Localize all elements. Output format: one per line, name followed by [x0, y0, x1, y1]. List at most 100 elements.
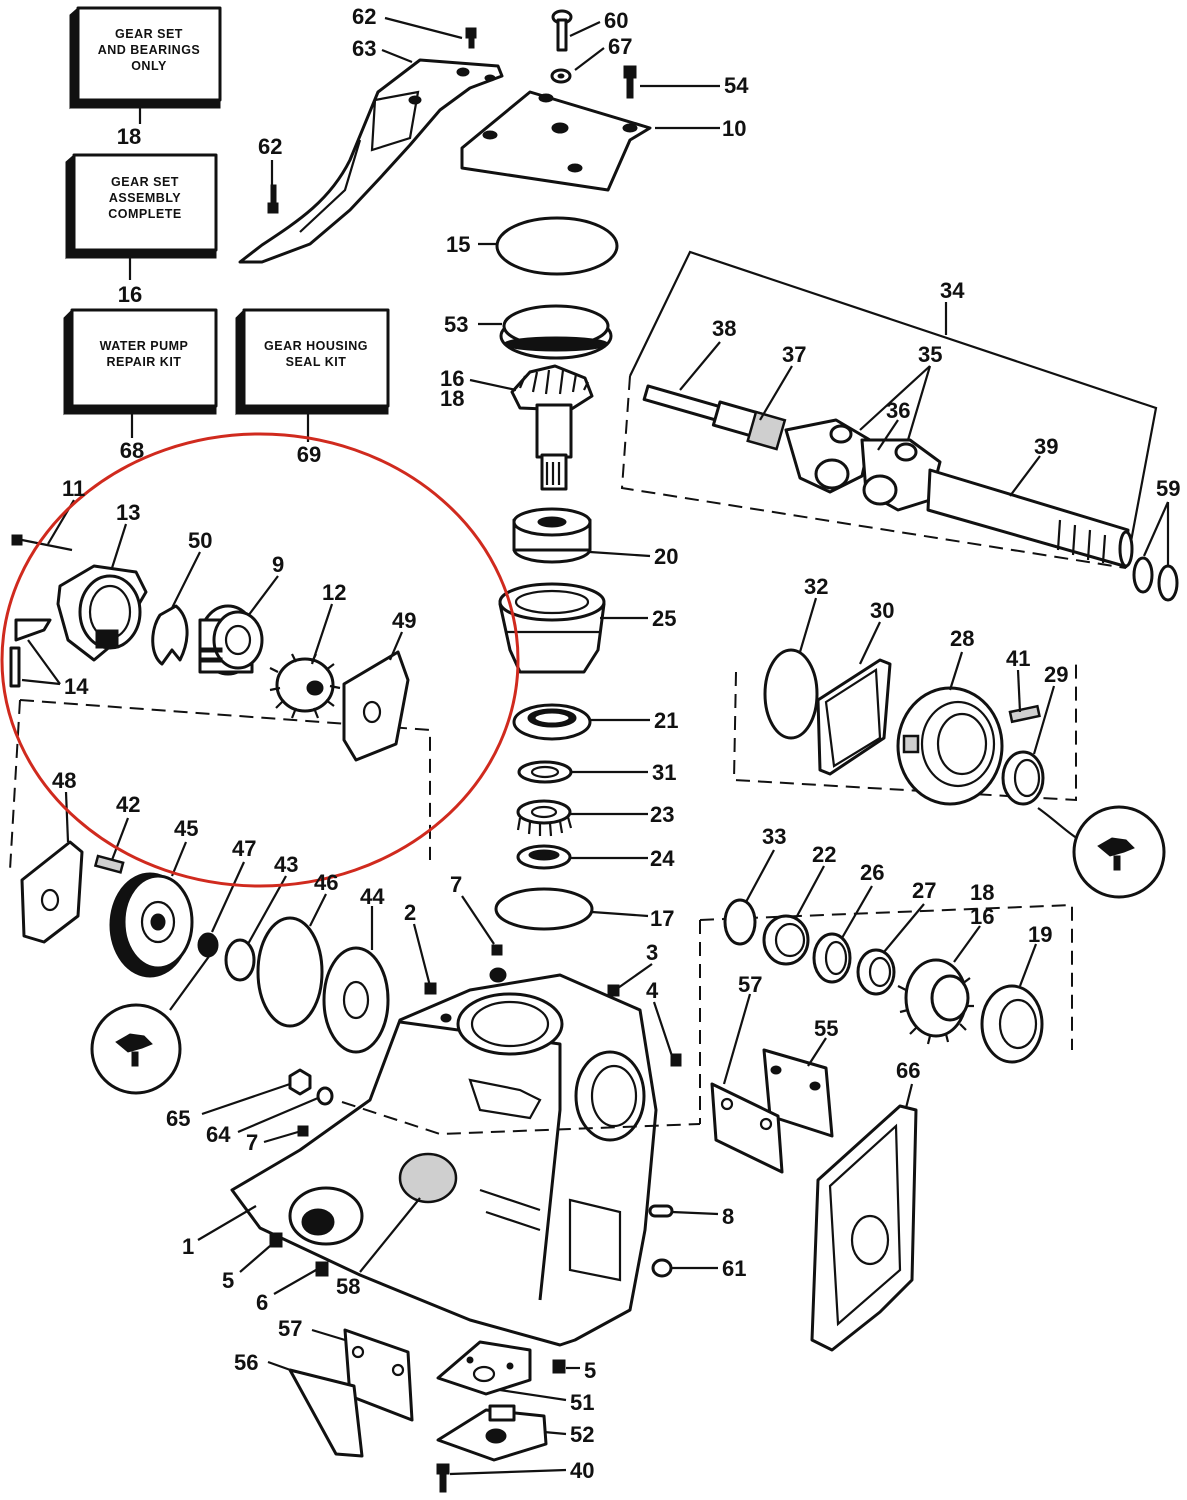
label-55: 55 [814, 1016, 838, 1041]
bearing-21 [512, 703, 592, 741]
label-67: 67 [608, 34, 632, 59]
plate-55 [762, 1048, 834, 1138]
o-ring-15 [495, 216, 619, 276]
label-42: 42 [116, 792, 140, 817]
label-39: 39 [1034, 434, 1058, 459]
kit-box-water-pump: WATER PUMP REPAIR KIT [63, 308, 218, 416]
label-24: 24 [650, 846, 675, 871]
kit-68-line-2: REPAIR KIT [107, 355, 182, 369]
label-18b: 18 [970, 880, 994, 905]
label-9: 9 [272, 552, 284, 577]
pump-housing-13 [56, 564, 148, 662]
label-33: 33 [762, 824, 786, 849]
label-29: 29 [1044, 662, 1068, 687]
kit-69-line-2: SEAL KIT [286, 355, 347, 369]
kit-69-line-1: GEAR HOUSING [264, 339, 368, 353]
label-57b: 57 [278, 1316, 302, 1341]
label-kit-18: 18 [117, 124, 141, 149]
label-58: 58 [336, 1274, 360, 1299]
anode-56 [288, 1368, 364, 1458]
washer-27 [856, 948, 896, 996]
kit-box-gear-set-bearings: GEAR SET AND BEARINGS ONLY [69, 6, 222, 110]
label-5a: 5 [222, 1268, 234, 1293]
bearing-26 [812, 932, 852, 984]
label-17: 17 [650, 906, 674, 931]
clutch-washer-23 [516, 799, 573, 837]
label-31: 31 [652, 760, 676, 785]
o-ring-17 [494, 887, 594, 931]
label-26: 26 [860, 860, 884, 885]
label-50: 50 [188, 528, 212, 553]
label-57a: 57 [738, 972, 762, 997]
part-number-labels: 18 16 68 69 62 63 60 67 54 10 62 15 34 5… [52, 4, 1180, 1483]
o-ring-32 [763, 648, 819, 740]
label-3: 3 [646, 940, 658, 965]
label-5b: 5 [584, 1358, 596, 1383]
label-11: 11 [62, 476, 85, 501]
label-64: 64 [206, 1122, 231, 1147]
pump-kit-frame [9, 699, 431, 871]
kit-box-gear-set-assembly: GEAR SET ASSEMBLY COMPLETE [65, 153, 218, 260]
screw-40 [436, 1463, 450, 1493]
plate-57-right [710, 1082, 784, 1174]
label-43: 43 [274, 852, 298, 877]
label-16a: 16 [440, 366, 464, 391]
label-13: 13 [116, 500, 140, 525]
bearing-22 [762, 914, 810, 966]
cover-plate-10 [460, 90, 652, 192]
gear-housing-1 [230, 967, 658, 1347]
label-23: 23 [650, 802, 674, 827]
plate-50 [151, 604, 189, 666]
label-54: 54 [724, 73, 749, 98]
label-10: 10 [722, 116, 746, 141]
drive-shaft-frame [620, 250, 1158, 569]
seal-24 [516, 844, 572, 870]
gasket-48 [20, 840, 84, 944]
leader-lines [21, 16, 1170, 1476]
seal-29 [1001, 750, 1045, 806]
label-45: 45 [174, 816, 198, 841]
shim-33 [723, 898, 757, 946]
screw-54 [623, 65, 637, 99]
bearing-19 [980, 984, 1044, 1064]
label-6: 6 [256, 1290, 268, 1315]
label-61: 61 [722, 1256, 746, 1281]
bearing-53 [499, 304, 613, 360]
label-kit-16: 16 [118, 282, 142, 307]
label-4: 4 [646, 978, 659, 1003]
label-40: 40 [570, 1458, 594, 1483]
kit-68-line-1: WATER PUMP [100, 339, 189, 353]
small-fasteners [269, 944, 682, 1374]
right-upper-frame [732, 660, 1077, 802]
gasket-44 [322, 946, 390, 1054]
screw-41 [1008, 704, 1041, 724]
label-kit-68: 68 [120, 438, 144, 463]
screw-11 [11, 534, 73, 552]
label-66: 66 [896, 1058, 920, 1083]
screw-62-left [267, 184, 279, 214]
gasket-51 [436, 1340, 532, 1396]
label-22: 22 [812, 842, 836, 867]
label-27: 27 [912, 878, 936, 903]
label-62b: 62 [258, 134, 282, 159]
label-52: 52 [570, 1422, 594, 1447]
label-28: 28 [950, 626, 974, 651]
label-12: 12 [322, 580, 346, 605]
screw-62-top [465, 27, 477, 49]
label-7b: 7 [246, 1130, 258, 1155]
highlight-circle [0, 432, 520, 888]
seal-47 [197, 932, 219, 958]
label-37: 37 [782, 342, 806, 367]
label-46: 46 [314, 870, 338, 895]
label-15: 15 [446, 232, 470, 257]
kit-16-line-2: ASSEMBLY [109, 191, 181, 205]
label-59: 59 [1156, 476, 1180, 501]
retainers-59 [1132, 556, 1179, 602]
bearing-housing-25 [498, 582, 606, 674]
washer-67 [550, 68, 572, 84]
label-30: 30 [870, 598, 894, 623]
pin-60 [551, 9, 573, 52]
o-ring-46 [256, 916, 324, 1028]
label-32: 32 [804, 574, 828, 599]
